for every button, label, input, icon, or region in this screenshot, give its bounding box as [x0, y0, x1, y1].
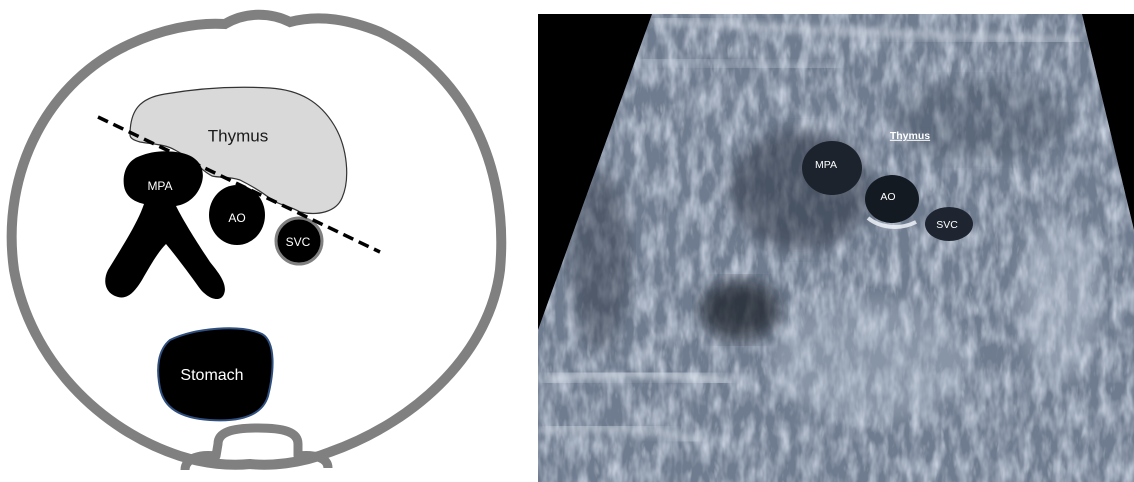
- mpa-label: MPA: [147, 179, 172, 193]
- stomach-label: Stomach: [180, 367, 243, 384]
- svc-label: SVC: [286, 235, 311, 249]
- us-mpa-label: MPA: [815, 159, 837, 171]
- us-thymus-label: Thymus: [890, 130, 930, 142]
- schematic-diagram: Thymus AO SVC MPA Stomach: [12, 15, 502, 470]
- us-svc-label: SVC: [936, 219, 958, 231]
- ultrasound-image: Thymus MPA AO SVC: [538, 14, 1134, 482]
- thymus-label: Thymus: [208, 126, 268, 145]
- ao-label: AO: [228, 211, 245, 225]
- us-ao-label: AO: [880, 191, 895, 203]
